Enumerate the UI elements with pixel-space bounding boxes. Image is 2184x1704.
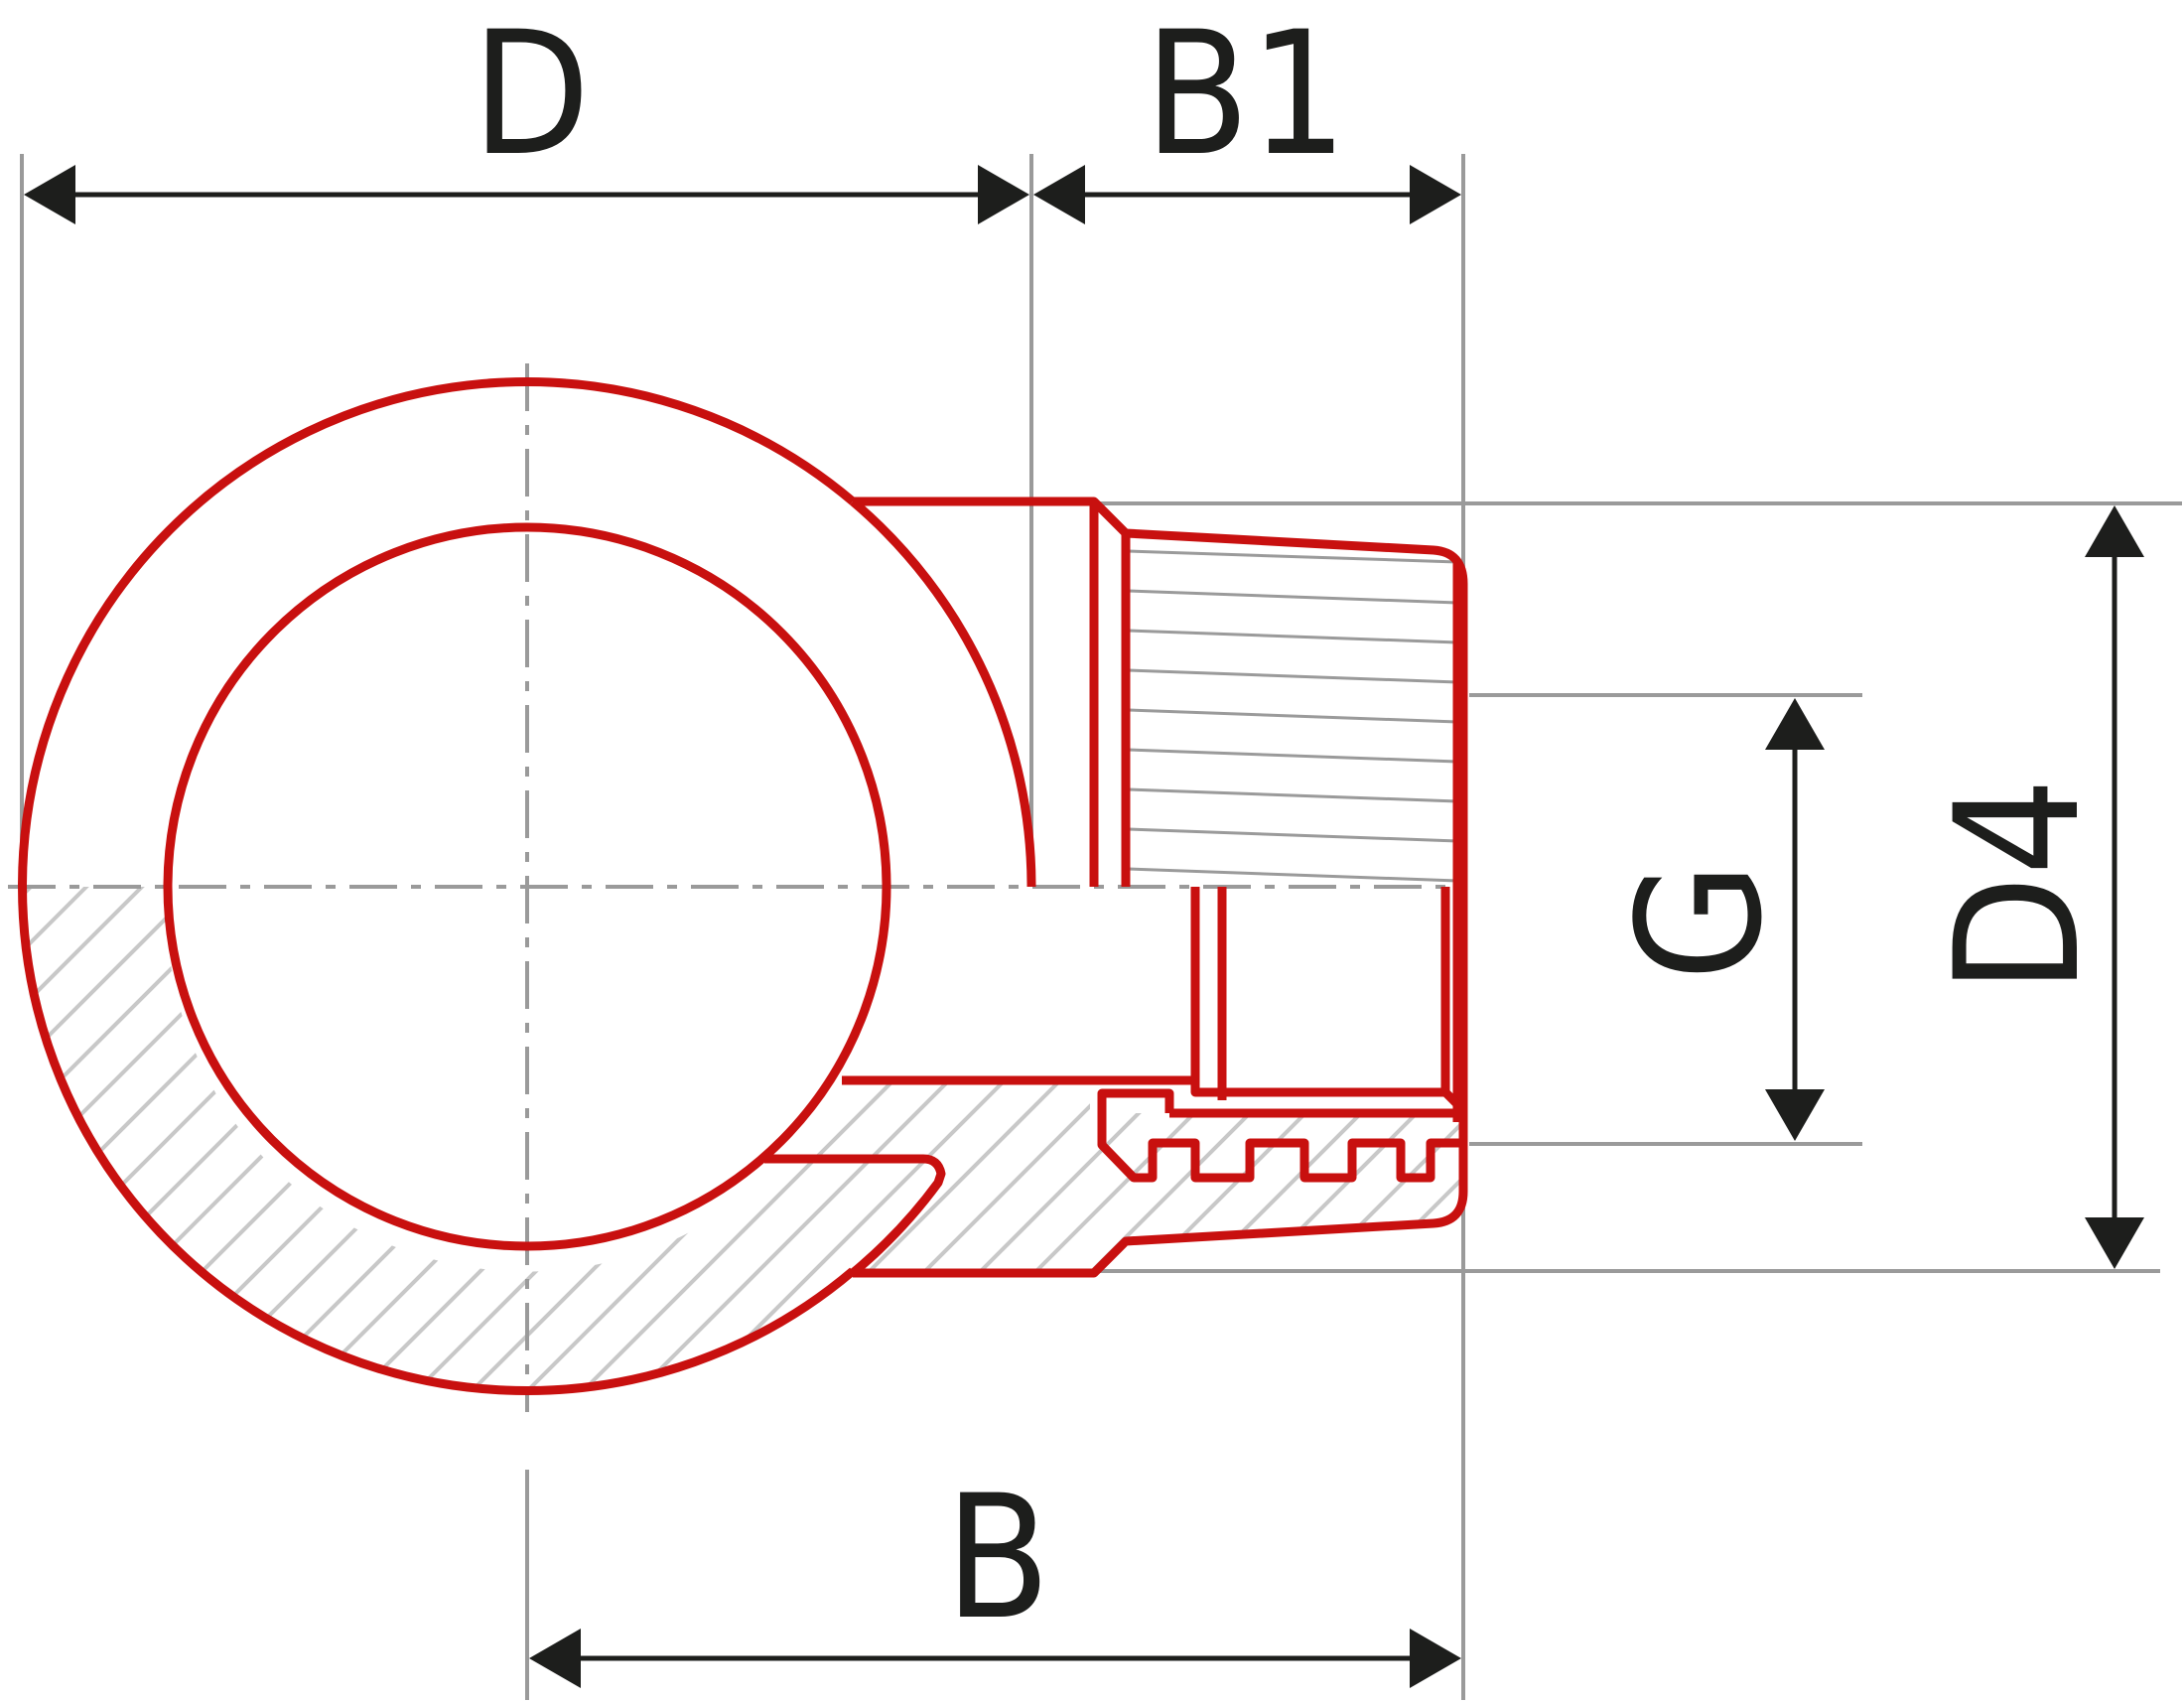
arrow-b1-right <box>1410 165 1461 224</box>
hatch-line <box>22 887 459 1392</box>
hatch-line <box>22 887 347 1392</box>
label-g: G <box>1600 862 1800 981</box>
arrow-b-left <box>529 1629 581 1688</box>
hatch-line <box>22 887 69 1392</box>
dimension-labels: D B1 B G D4 <box>472 0 2117 1657</box>
label-b1: B1 <box>1145 0 1348 194</box>
hatch-line <box>316 887 1015 1392</box>
slot-edge <box>764 1154 946 1277</box>
thread-lines <box>1127 549 1458 883</box>
extension-lines <box>20 154 2182 1700</box>
dimension-lines <box>24 165 2144 1688</box>
hatch-line <box>0 794 12 1490</box>
eye-outer-contour <box>18 377 856 1395</box>
arrow-d-right <box>978 165 1029 224</box>
hatch-line <box>205 887 903 1392</box>
label-b: B <box>945 1458 1050 1657</box>
eye-outer-arc-to-center <box>850 497 1036 888</box>
centerlines <box>8 363 1459 1412</box>
label-d4: D4 <box>1918 778 2117 994</box>
hatch-line <box>649 887 1348 1392</box>
arrow-b-right <box>1410 1629 1461 1688</box>
hatch-line <box>22 887 403 1392</box>
passage-floor <box>1190 1080 1461 1108</box>
arrow-d4-top <box>2085 505 2144 557</box>
hatch-line <box>22 887 236 1392</box>
hatch-line <box>22 887 292 1392</box>
fitting-outline <box>18 377 1468 1395</box>
arrow-b1-left <box>1033 165 1085 224</box>
arrow-d4-bottom <box>2085 1217 2144 1269</box>
arrow-d-left <box>24 165 75 224</box>
body-top-edge <box>853 497 1468 1278</box>
arrow-g-top <box>1765 698 1825 750</box>
label-d: D <box>472 0 590 194</box>
serrated-face <box>1097 1088 1459 1183</box>
hatch-line <box>149 887 848 1392</box>
arrow-g-bottom <box>1765 1089 1825 1141</box>
hatch-line <box>22 887 181 1392</box>
passage-upper-edge <box>842 887 1200 1085</box>
hatch-line <box>38 887 737 1392</box>
inner-bore-circle <box>163 522 891 1251</box>
